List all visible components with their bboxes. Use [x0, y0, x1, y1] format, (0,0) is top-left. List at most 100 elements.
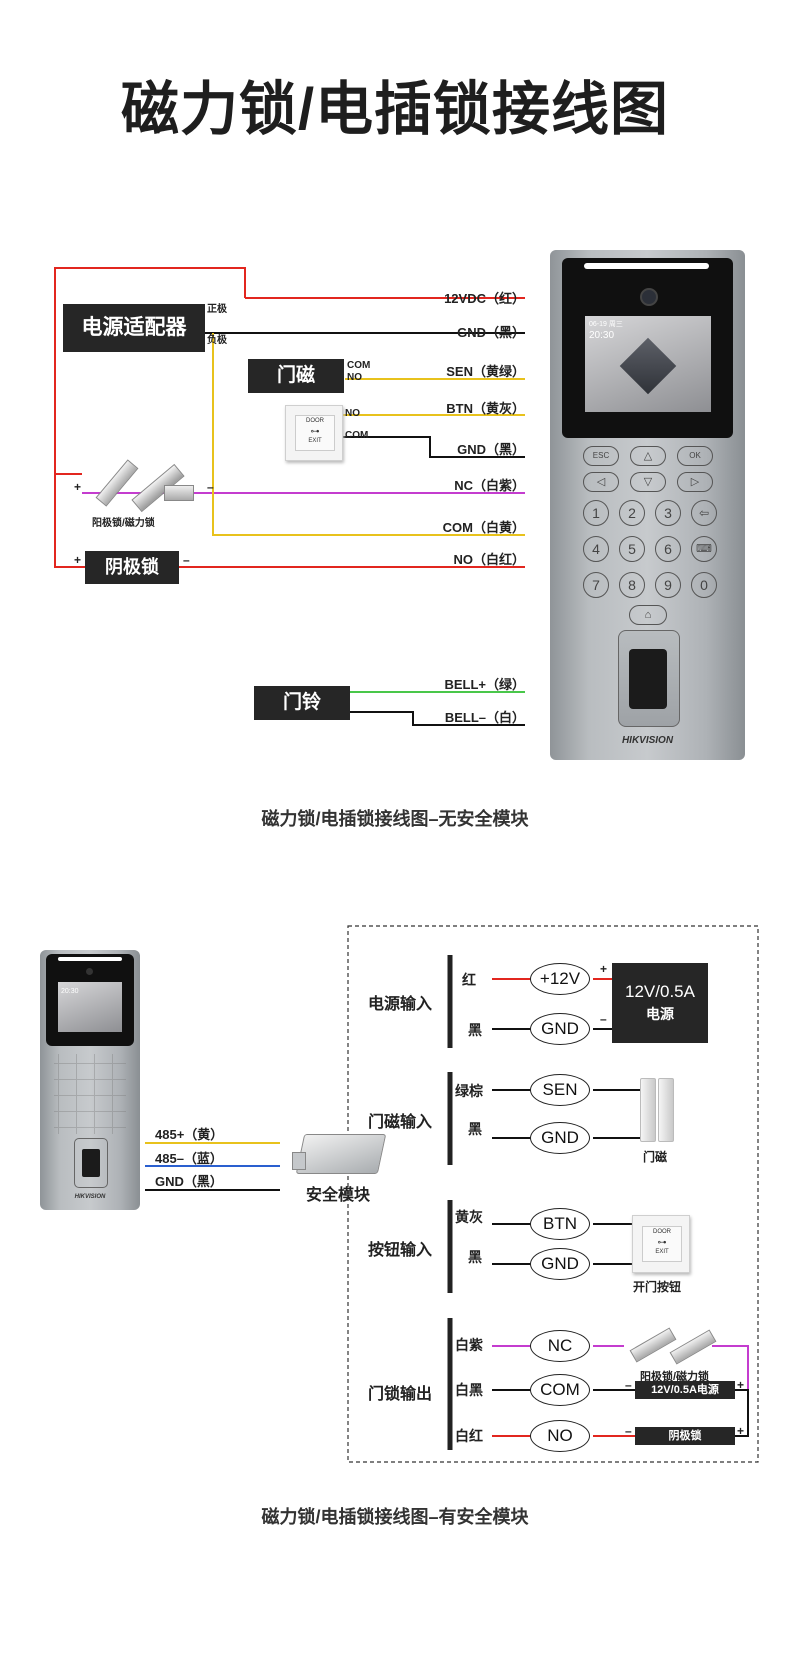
- positive-label: 正极: [207, 304, 227, 315]
- button-no: NO: [345, 408, 360, 419]
- ir-bar: [584, 263, 709, 269]
- wire-no: [54, 474, 525, 568]
- terminal-sen: SEN: [530, 1074, 590, 1106]
- wire-nc-loop: [712, 1345, 749, 1390]
- exit-text: EXIT: [308, 438, 322, 444]
- small-brand-logo: HIKVISION: [74, 1194, 106, 1200]
- key-ok: OK: [677, 446, 713, 466]
- key-0: 0: [691, 572, 717, 598]
- door-text: DOOR: [306, 418, 324, 424]
- key-2: 2: [619, 500, 645, 526]
- button-com: COM: [345, 430, 369, 441]
- group-button-input: 按钮输入: [368, 1242, 433, 1259]
- door-contact-caption: 门磁: [643, 1150, 668, 1164]
- terminal-no: NO: [530, 1420, 590, 1452]
- exit-text-2: EXIT: [655, 1249, 669, 1255]
- wire-label-bell-minus: BELL–（白）: [444, 710, 525, 725]
- color-button-2: 黑: [468, 1249, 482, 1265]
- small-display: 20:30: [58, 982, 122, 1032]
- exit-button-face-2: DOOR ⊶ EXIT: [642, 1226, 682, 1262]
- terminal-gnd-power: GND: [530, 1013, 590, 1045]
- key-1: 1: [583, 500, 609, 526]
- color-button-1: 黄灰: [455, 1209, 483, 1225]
- door-contact-image: [640, 1078, 674, 1142]
- brand-logo: HIKVISION: [621, 735, 674, 746]
- key-3: 3: [655, 500, 681, 526]
- key-right: ▷: [677, 472, 713, 492]
- psu-small-minus: –: [625, 1378, 632, 1392]
- psu-minus: –: [600, 1012, 607, 1026]
- small-ir-bar: [58, 957, 122, 961]
- cathode-lock-box: 阴极锁: [85, 551, 179, 584]
- wire-label-12vdc: 12VDC（红）: [444, 291, 525, 306]
- label-485-minus: 485–（蓝）: [155, 1151, 223, 1166]
- security-module-label: 安全模块: [306, 1187, 371, 1204]
- psu-small-box: 12V/0.5A电源: [635, 1381, 735, 1399]
- bell-key: ⌂: [629, 605, 667, 625]
- magnetic-lock-image-2: [626, 1322, 726, 1366]
- page-title: 磁力锁/电插锁接线图: [120, 77, 670, 142]
- psu-plus: +: [600, 962, 608, 976]
- security-module-image: [292, 1134, 388, 1176]
- magnetic-lock-image: [86, 459, 201, 513]
- display-time: 20:30: [589, 330, 615, 341]
- module-body: [295, 1134, 387, 1174]
- terminal-gnd-button: GND: [530, 1248, 590, 1280]
- access-terminal-small: 20:30 HIKVISION: [40, 950, 140, 1210]
- color-power-red: 红: [462, 972, 476, 988]
- key-back: ⇦: [691, 500, 717, 526]
- power-adapter-label: 电源适配器: [81, 316, 187, 339]
- wire-label-com: COM（白黄）: [442, 520, 525, 535]
- key-6: 6: [655, 536, 681, 562]
- door-contact-label: 门磁: [276, 365, 315, 386]
- small-screen-frame: 20:30: [46, 954, 134, 1046]
- cathode2-minus: –: [625, 1424, 632, 1438]
- power-adapter-box: 电源适配器: [63, 304, 205, 352]
- psu-small-label: 12V/0.5A电源: [651, 1384, 719, 1396]
- camera-icon: [640, 288, 658, 306]
- terminal-gnd-contact: GND: [530, 1122, 590, 1154]
- cathode2-plus: +: [737, 1424, 745, 1438]
- secure-side-frame: [347, 925, 759, 1463]
- color-lock-2: 白黑: [455, 1382, 483, 1398]
- group-lock-output: 门锁输出: [368, 1386, 433, 1403]
- key-up: △: [630, 446, 666, 466]
- wire-label-nc: NC（白紫）: [454, 478, 525, 493]
- wire-psu-plus: [735, 1389, 749, 1437]
- group-power-input: 电源输入: [368, 996, 433, 1013]
- key-7: 7: [583, 572, 609, 598]
- key-8: 8: [619, 572, 645, 598]
- terminal-nc: NC: [530, 1330, 590, 1362]
- psu-box: 12V/0.5A 电源: [612, 963, 708, 1043]
- label-485-plus: 485+（黄）: [155, 1127, 224, 1142]
- lock-plus: +: [74, 480, 82, 494]
- key-esc: ESC: [583, 446, 619, 466]
- key-icon-2: ⊶: [657, 1237, 667, 1247]
- psu-line1: 12V/0.5A: [625, 982, 695, 1001]
- exit-button-face: DOOR ⊶ EXIT: [295, 415, 335, 451]
- terminal-12v: +12V: [530, 963, 590, 995]
- small-camera-icon: [86, 968, 93, 975]
- access-terminal-large: 06-19 周三 20:30 ESC △ OK ◁ ▽ ▷ 1 2 3 ⇦ 4 …: [550, 250, 745, 760]
- caption-no-security-module: 磁力锁/电插锁接线图–无安全模块: [261, 809, 529, 829]
- psu-line2: 电源: [646, 1006, 674, 1022]
- exit-button-image: DOOR ⊶ EXIT: [285, 405, 343, 461]
- lock-caption-2: 阳极锁/磁力锁: [640, 1371, 710, 1383]
- label-gnd-485: GND（黑）: [155, 1174, 223, 1189]
- terminal-com: COM: [530, 1374, 590, 1406]
- lock2-bar-2: [669, 1329, 717, 1365]
- terminal-screen-frame: 06-19 周三 20:30: [562, 258, 733, 438]
- key-left: ◁: [583, 472, 619, 492]
- wire-label-btn: BTN（黄灰）: [446, 401, 525, 416]
- terminal-display: 06-19 周三 20:30: [585, 316, 711, 412]
- cathode-lock-box-2: 阴极锁: [635, 1427, 735, 1445]
- color-lock-1: 白紫: [455, 1337, 483, 1353]
- color-power-black: 黑: [468, 1022, 482, 1038]
- door-contact-no: NO: [347, 372, 362, 383]
- cathode-lock-label-2: 阴极锁: [668, 1430, 702, 1442]
- wire-label-gnd-btn: GND（黑）: [457, 442, 525, 457]
- color-contact-2: 黑: [468, 1121, 482, 1137]
- color-contact-1: 绿棕: [455, 1083, 483, 1099]
- door-contact-com: COM: [347, 360, 371, 371]
